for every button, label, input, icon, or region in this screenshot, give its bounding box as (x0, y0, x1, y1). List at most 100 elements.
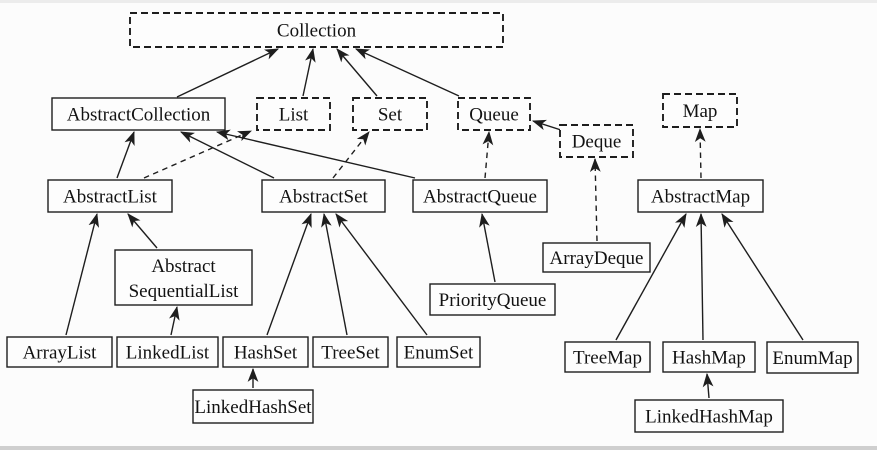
node-abstract-list: AbstractList (47, 179, 173, 213)
edge-priority-queue-to-abstract-queue (479, 212, 496, 283)
node-box-linked-hash-map (634, 399, 784, 433)
node-abstract-queue: AbstractQueue (412, 179, 548, 213)
top-edge-strip (0, 0, 877, 3)
edge-linked-list-to-abstract-sequential-list (169, 305, 180, 336)
node-box-abstract-map (637, 179, 764, 213)
node-label-linked-hash-map: LinkedHashMap (645, 407, 773, 428)
edges-layer (65, 47, 804, 399)
node-label-abstract-map: AbstractMap (651, 187, 750, 208)
node-abstract-set: AbstractSet (261, 179, 386, 213)
node-box-array-list (6, 336, 113, 368)
edge-tree-map-to-abstract-map (615, 213, 687, 341)
node-box-array-deque (542, 242, 651, 273)
node-label-set: Set (378, 105, 403, 126)
node-box-tree-set (312, 336, 389, 368)
node-label-list: List (279, 105, 309, 126)
node-box-map (662, 93, 738, 128)
node-label-hash-map: HashMap (672, 348, 746, 369)
edge-array-deque-to-deque (589, 157, 601, 242)
node-abstract-map: AbstractMap (637, 179, 764, 213)
node-array-list: ArrayList (6, 336, 113, 368)
node-map: Map (662, 93, 738, 128)
node-queue: Queue (457, 97, 531, 131)
node-label-enum-map: EnumMap (772, 348, 852, 369)
bottom-edge-strip (0, 446, 877, 450)
edge-enum-set-to-abstract-set (335, 213, 428, 336)
edge-abstract-list-to-abstract-collection (116, 130, 135, 179)
node-collection: Collection (129, 12, 504, 48)
node-priority-queue: PriorityQueue (429, 283, 556, 316)
node-box-enum-map (766, 341, 859, 374)
node-enum-map: EnumMap (766, 341, 859, 374)
edge-abstract-collection-to-collection (176, 48, 279, 98)
node-linked-list: LinkedList (116, 336, 219, 368)
node-label-priority-queue: PriorityQueue (439, 290, 547, 311)
node-label-enum-set: EnumSet (404, 343, 474, 364)
edge-hash-set-to-abstract-set (266, 212, 312, 336)
edge-enum-map-to-abstract-map (721, 213, 804, 341)
node-box-hash-set (222, 336, 309, 368)
edge-tree-set-to-abstract-set (321, 212, 348, 336)
edge-hash-map-to-abstract-map (695, 212, 707, 341)
edge-abstract-map-to-map (694, 127, 706, 179)
node-box-abstract-collection (51, 97, 226, 131)
edge-queue-to-collection (355, 48, 460, 97)
node-box-enum-set (396, 336, 481, 368)
edge-abstract-set-to-abstract-collection (180, 131, 275, 179)
node-tree-set: TreeSet (312, 336, 389, 368)
node-box-linked-list (116, 336, 219, 368)
node-array-deque: ArrayDeque (542, 242, 651, 273)
edge-abstract-set-to-set (332, 131, 370, 179)
node-label-collection: Collection (277, 21, 357, 42)
node-box-queue (457, 97, 531, 131)
node-box-deque (559, 124, 634, 158)
node-label-map: Map (683, 101, 718, 122)
node-box-set (352, 97, 428, 131)
node-enum-set: EnumSet (396, 336, 481, 368)
node-label-abstract-queue: AbstractQueue (423, 187, 537, 208)
node-list: List (256, 97, 331, 131)
node-box-abstract-list (47, 179, 173, 213)
node-box-list (256, 97, 331, 131)
node-box-linked-hash-set (192, 389, 314, 424)
node-set: Set (352, 97, 428, 131)
node-box-abstract-sequential-list (114, 249, 253, 306)
node-linked-hash-set: LinkedHashSet (192, 389, 314, 424)
node-hash-map: HashMap (662, 341, 756, 373)
node-label-deque: Deque (572, 132, 622, 153)
node-box-abstract-set (261, 179, 386, 213)
node-box-collection (129, 12, 504, 48)
node-label-abstract-set: AbstractSet (279, 187, 368, 208)
edge-linked-hash-map-to-hash-map (702, 372, 714, 399)
node-box-priority-queue (429, 283, 556, 316)
node-label-hash-set: HashSet (234, 343, 298, 364)
node-label-tree-set: TreeSet (321, 343, 380, 364)
node-label-linked-list: LinkedList (126, 343, 210, 364)
node-linked-hash-map: LinkedHashMap (634, 399, 784, 433)
node-abstract-collection: AbstractCollection (51, 97, 226, 131)
edge-abstract-queue-to-queue (482, 130, 494, 179)
node-label-array-list: ArrayList (23, 343, 98, 364)
node-tree-map: TreeMap (564, 341, 651, 373)
node-label-abstract-collection: AbstractCollection (67, 105, 211, 126)
node-box-abstract-queue (412, 179, 548, 213)
node-box-tree-map (564, 341, 651, 373)
node-deque: Deque (559, 124, 634, 158)
node-box-hash-map (662, 341, 756, 373)
edge-abstract-queue-to-abstract-collection (215, 129, 416, 179)
edge-array-list-to-abstract-list (65, 212, 100, 336)
node-label-queue: Queue (469, 105, 519, 126)
node-label-array-deque: ArrayDeque (550, 248, 644, 269)
node-label-linked-hash-set: LinkedHashSet (194, 397, 312, 418)
node-label-abstract-list: AbstractList (63, 187, 158, 208)
node-label-tree-map: TreeMap (573, 348, 642, 369)
edge-abstract-list-to-list (143, 130, 252, 179)
node-hash-set: HashSet (222, 336, 309, 368)
edge-list-to-collection (302, 47, 316, 97)
